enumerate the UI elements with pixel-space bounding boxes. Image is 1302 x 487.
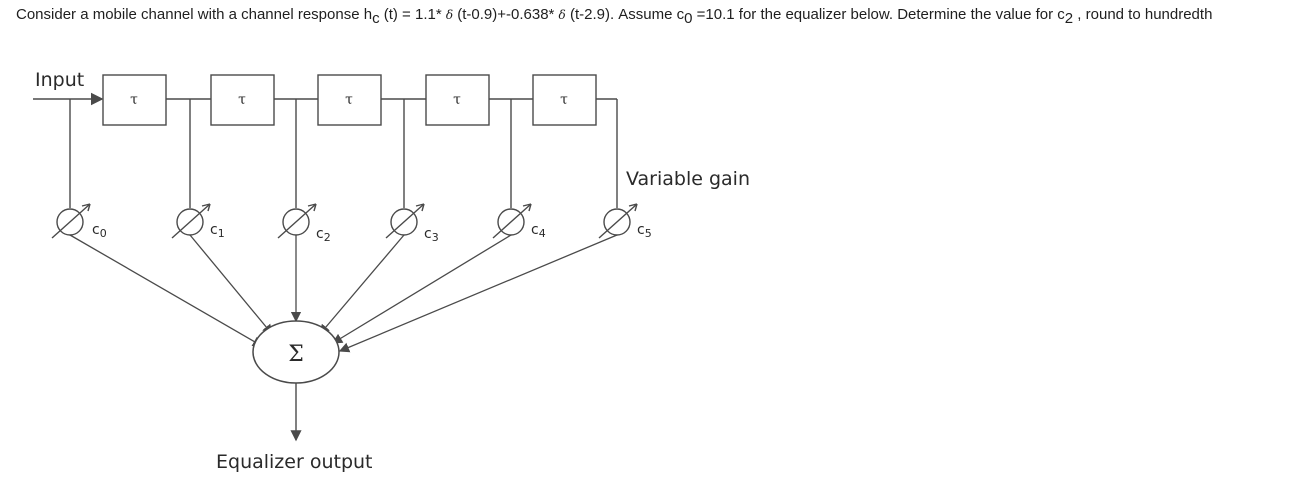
coef-label-c0: c0 [92,222,107,240]
delay-box-3 [317,74,382,126]
delay-box-4 [425,74,490,126]
question-part-6: , round to hundredth [1073,6,1213,23]
subscript-0: 0 [684,10,693,27]
output-label: Equalizer output [216,451,373,473]
question-part-2: (t) = 1.1* [379,6,446,23]
variable-gain-label: Variable gain [626,168,750,190]
input-label: Input [35,69,84,91]
question-part-1: Consider a mobile channel with a channel… [16,6,373,23]
question-part-4: (t-2.9). Assume c [565,6,685,23]
delay-box-1 [102,74,167,126]
coef-label-c2: c2 [316,226,331,244]
delay-label-4: τ [453,92,461,108]
subscript-c: c [372,10,380,27]
delay-label-5: τ [560,92,568,108]
coef-label-c1: c1 [210,222,225,240]
gain-c0: c0 [51,203,107,240]
gain-c2: c2 [277,203,331,244]
delay-label-2: τ [238,92,246,108]
delay-label-1: τ [130,92,138,108]
delay-box-2 [210,74,275,126]
gain-c5: c5 [598,203,652,240]
question-part-5: =10.1 for the equalizer below. Determine… [692,6,1065,23]
summer-input-lines [69,234,618,353]
coef-label-c4: c4 [531,222,546,240]
gain-c1: c1 [171,203,225,240]
delay-label-3: τ [345,92,353,108]
coef-label-c5: c5 [637,222,652,240]
delta-symbol-2: δ [558,8,566,22]
tap-lines [69,99,618,208]
coef-label-c3: c3 [424,226,439,244]
delay-box-5 [532,74,597,126]
question-part-3: (t-0.9)+-0.638* [453,6,559,23]
question-text: Consider a mobile channel with a channel… [16,2,1296,28]
delay-line: τ τ τ τ τ [102,74,617,126]
gain-elements: c0 c1 c2 c3 c4 [51,203,652,244]
gain-c4: c4 [492,203,546,240]
summer-symbol: Σ [288,342,304,367]
subscript-2: 2 [1064,10,1074,27]
delta-symbol-1: δ [445,8,454,22]
gain-c3: c3 [385,203,439,244]
